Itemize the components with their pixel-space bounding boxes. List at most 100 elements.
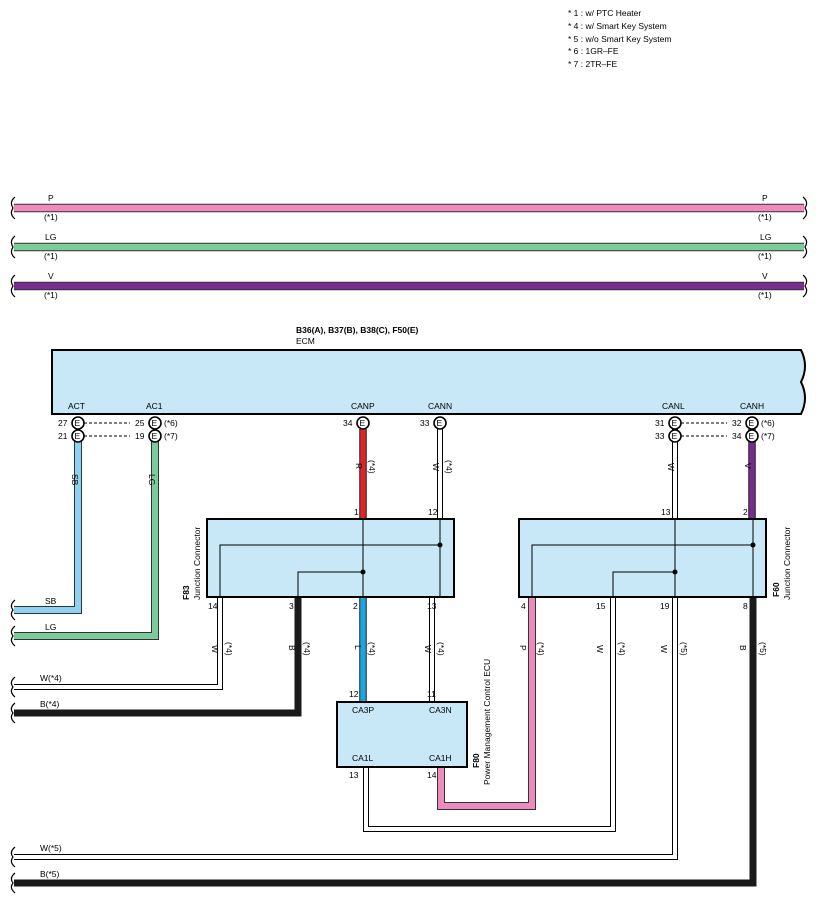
wire-note: (*1) (758, 290, 772, 300)
wire-color-label: LG (147, 474, 157, 485)
pin-number: 25 (135, 418, 145, 428)
wire-p-ca1h (438, 597, 535, 809)
pin-number: 13 (349, 770, 359, 780)
wire-color-label: B (738, 645, 748, 651)
pin-number: 12 (349, 689, 359, 699)
pin-number: 11 (427, 689, 436, 699)
ecm-terminal-act: ACT (68, 401, 85, 411)
wire-w-4 (14, 597, 222, 689)
pin-note: (*6) (761, 418, 775, 428)
wire-label: B(*4) (40, 699, 60, 709)
pin-number: 19 (660, 601, 670, 611)
terminal-label: CA3P (352, 705, 375, 715)
connector-name: Power Management Control ECU (482, 659, 492, 785)
terminal-label: CA3N (429, 705, 452, 715)
wire-color-label: V (743, 463, 753, 469)
pin-number: 1 (354, 507, 359, 517)
pin-number: 34 (343, 418, 353, 428)
wire-note-label: (*4) (367, 642, 377, 656)
wire-note: (*1) (44, 290, 58, 300)
wire-color-label: L (353, 645, 363, 650)
wire-note-label: (*4) (367, 460, 377, 474)
pin-e: E (75, 431, 81, 441)
pin-number: 3 (289, 601, 294, 611)
wire-note-label: (*4) (617, 642, 627, 656)
left-wire-labels: SB LG W(*4) B(*4) W(*5) B(*5) (40, 596, 62, 879)
wire-label: P (48, 193, 54, 203)
ecm-pins: E E 27 21 E E 25 19 (*6) (*7) E 34 E 33 … (58, 416, 775, 443)
pin-note: (*7) (164, 431, 178, 441)
pin-e: E (437, 418, 443, 428)
wire-color-label: W (431, 463, 441, 471)
pin-number: 31 (655, 418, 665, 428)
pin-number: 2 (353, 601, 358, 611)
pin-e: E (672, 418, 678, 428)
wire-color-label: W (666, 463, 676, 471)
pin-e: E (152, 431, 158, 441)
pin-number: 33 (655, 431, 665, 441)
wire-label: W(*4) (40, 673, 62, 683)
wire-color-label: SB (70, 474, 80, 486)
wire-lg-ac1 (14, 436, 158, 639)
legend-item: * 5 : w/o Smart Key System (568, 33, 672, 44)
wire-label: LG (45, 232, 56, 242)
wire-labels: SB LG R (*4) W (*4) W V W (*4) B (*4) L … (70, 460, 768, 656)
wire-note-label: (*5) (758, 642, 768, 656)
pin-e: E (749, 418, 755, 428)
wire-color-label: R (354, 463, 364, 469)
wire-note: (*1) (44, 251, 58, 261)
pin-note: (*7) (761, 431, 775, 441)
ecm: B36(A), B37(B), B38(C), F50(E) ECM ACT A… (51, 325, 806, 415)
pin-number: 4 (521, 601, 526, 611)
wire-note-label: (*4) (302, 642, 312, 656)
ecm-terminal-canl: CANL (662, 401, 685, 411)
wire-label: V (48, 271, 54, 281)
wire-note-label: (*4) (436, 642, 446, 656)
connector-name: Junction Connector (192, 527, 202, 600)
pin-number: 21 (58, 431, 68, 441)
wire-color-label: W (595, 645, 605, 653)
wire-label: SB (45, 596, 57, 606)
pin-e: E (749, 431, 755, 441)
wire-color-label: W (659, 645, 669, 653)
wire-label: W(*5) (40, 843, 62, 853)
pin-number: 2 (743, 507, 748, 517)
legend: * 1 : w/ PTC Heater * 4 : w/ Smart Key S… (568, 7, 671, 71)
wires (10, 429, 757, 894)
legend-item: * 4 : w/ Smart Key System (568, 20, 667, 31)
wire-color-label: W (423, 645, 433, 653)
pin-e: E (75, 418, 81, 428)
pin-e: E (672, 431, 678, 441)
pin-number: 8 (743, 601, 748, 611)
legend-item: * 7 : 2TR–FE (568, 59, 618, 70)
wire-note: (*1) (758, 251, 772, 261)
legend-item: * 1 : w/ PTC Heater (568, 8, 642, 18)
connector-id: F83 (181, 585, 191, 600)
wire-label: LG (45, 622, 56, 632)
connector-id: F60 (771, 582, 781, 597)
ecm-box (51, 349, 806, 415)
pin-number: 34 (732, 431, 742, 441)
wire-note-label: (*4) (536, 642, 546, 656)
wire-b-5 (14, 597, 757, 887)
pin-number: 13 (427, 601, 437, 611)
pin-e: E (152, 418, 158, 428)
ecm-terminal-ac1: AC1 (146, 401, 163, 411)
wire-sb (14, 436, 81, 613)
connector-name: Junction Connector (782, 527, 792, 600)
wire-note-label: (*4) (224, 642, 234, 656)
wire-color-label: P (518, 645, 528, 651)
wire-label: LG (760, 232, 771, 242)
wire-b-4 (14, 597, 302, 717)
pin-number: 14 (427, 770, 437, 780)
wire-w-ca1l (364, 597, 615, 831)
junction-connector-f83: 1 12 14 3 2 13 F83 Junction Connector (181, 507, 455, 611)
legend-item: * 6 : 1GR–FE (568, 46, 619, 57)
wire-color-label: W (210, 645, 220, 653)
wire-label: B(*5) (40, 869, 60, 879)
ecm-terminal-canp: CANP (351, 401, 375, 411)
wire-w-5 (14, 597, 677, 859)
wire-note-label: (*5) (679, 642, 689, 656)
connector-id: F80 (471, 753, 481, 768)
